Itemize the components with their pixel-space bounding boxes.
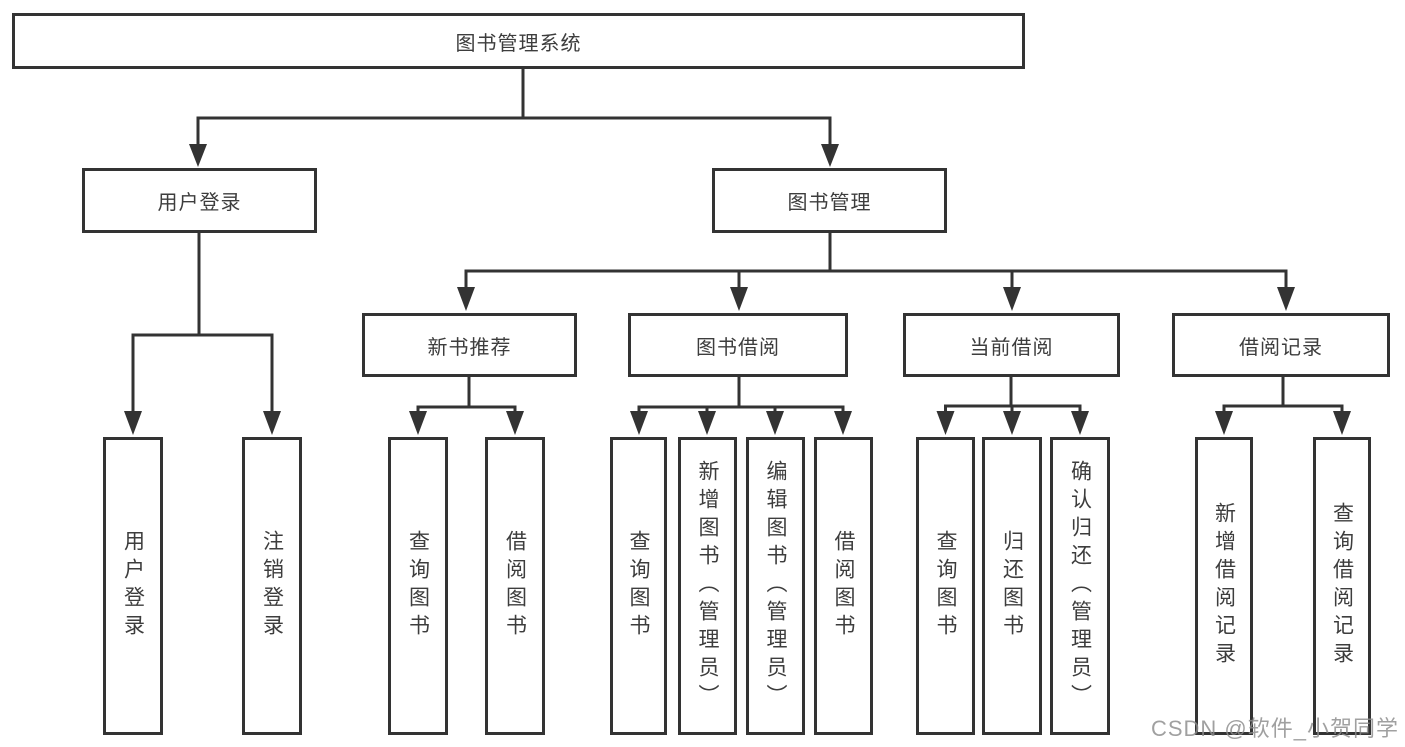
arrow-down-icon xyxy=(1215,411,1233,435)
arrow-down-icon xyxy=(409,411,427,435)
arrow-down-icon xyxy=(936,411,955,435)
arrow-down-icon xyxy=(506,411,524,435)
arrow-down-icon xyxy=(1003,411,1021,435)
arrow-down-icon xyxy=(457,287,475,311)
node-cb-return-books: 归还图书 xyxy=(982,437,1042,735)
node-user-login-branch: 用户登录 xyxy=(82,168,317,233)
node-bb-borrow-books: 借阅图书 xyxy=(814,437,873,735)
node-root: 图书管理系统 xyxy=(12,13,1025,69)
connector-new-book-rec-children xyxy=(409,377,524,435)
node-logout-leaf: 注销登录 xyxy=(242,437,302,735)
arrow-down-icon xyxy=(834,411,852,435)
arrow-down-icon xyxy=(263,411,281,435)
arrow-down-icon xyxy=(821,144,839,167)
node-cb-confirm-return: 确认归还（管理员） xyxy=(1050,437,1110,735)
node-borrow-record: 借阅记录 xyxy=(1172,313,1390,377)
arrow-down-icon xyxy=(698,411,716,435)
node-current-borrow: 当前借阅 xyxy=(903,313,1120,377)
connector-user-login-children xyxy=(124,233,281,435)
node-bb-add-books: 新增图书（管理员） xyxy=(678,437,737,735)
connector-book-borrow-children xyxy=(630,377,852,435)
node-user-login-leaf: 用户登录 xyxy=(103,437,163,735)
node-new-book-recommend: 新书推荐 xyxy=(362,313,577,377)
arrow-down-icon xyxy=(766,411,784,435)
arrow-down-icon xyxy=(124,411,142,435)
node-br-add-record: 新增借阅记录 xyxy=(1195,437,1253,735)
arrow-down-icon xyxy=(1333,411,1351,435)
node-book-mgmt-branch: 图书管理 xyxy=(712,168,947,233)
arrow-down-icon xyxy=(1003,287,1021,311)
arrow-down-icon xyxy=(730,287,748,311)
arrow-down-icon xyxy=(189,144,207,167)
connector-current-borrow-children xyxy=(936,377,1089,435)
node-cb-query-books: 查询图书 xyxy=(916,437,975,735)
arrow-down-icon xyxy=(1277,287,1295,311)
arrow-down-icon xyxy=(630,411,648,435)
connector-root-to-branches xyxy=(189,69,839,167)
node-rec-borrow-books: 借阅图书 xyxy=(485,437,545,735)
connector-book-mgmt-children xyxy=(457,233,1295,311)
connector-borrow-record-children xyxy=(1215,377,1351,435)
node-br-query-record: 查询借阅记录 xyxy=(1313,437,1371,735)
arrow-down-icon xyxy=(1071,411,1089,435)
node-bb-edit-books: 编辑图书（管理员） xyxy=(746,437,805,735)
node-book-borrow: 图书借阅 xyxy=(628,313,848,377)
node-bb-query-books: 查询图书 xyxy=(610,437,667,735)
node-rec-query-books: 查询图书 xyxy=(388,437,448,735)
